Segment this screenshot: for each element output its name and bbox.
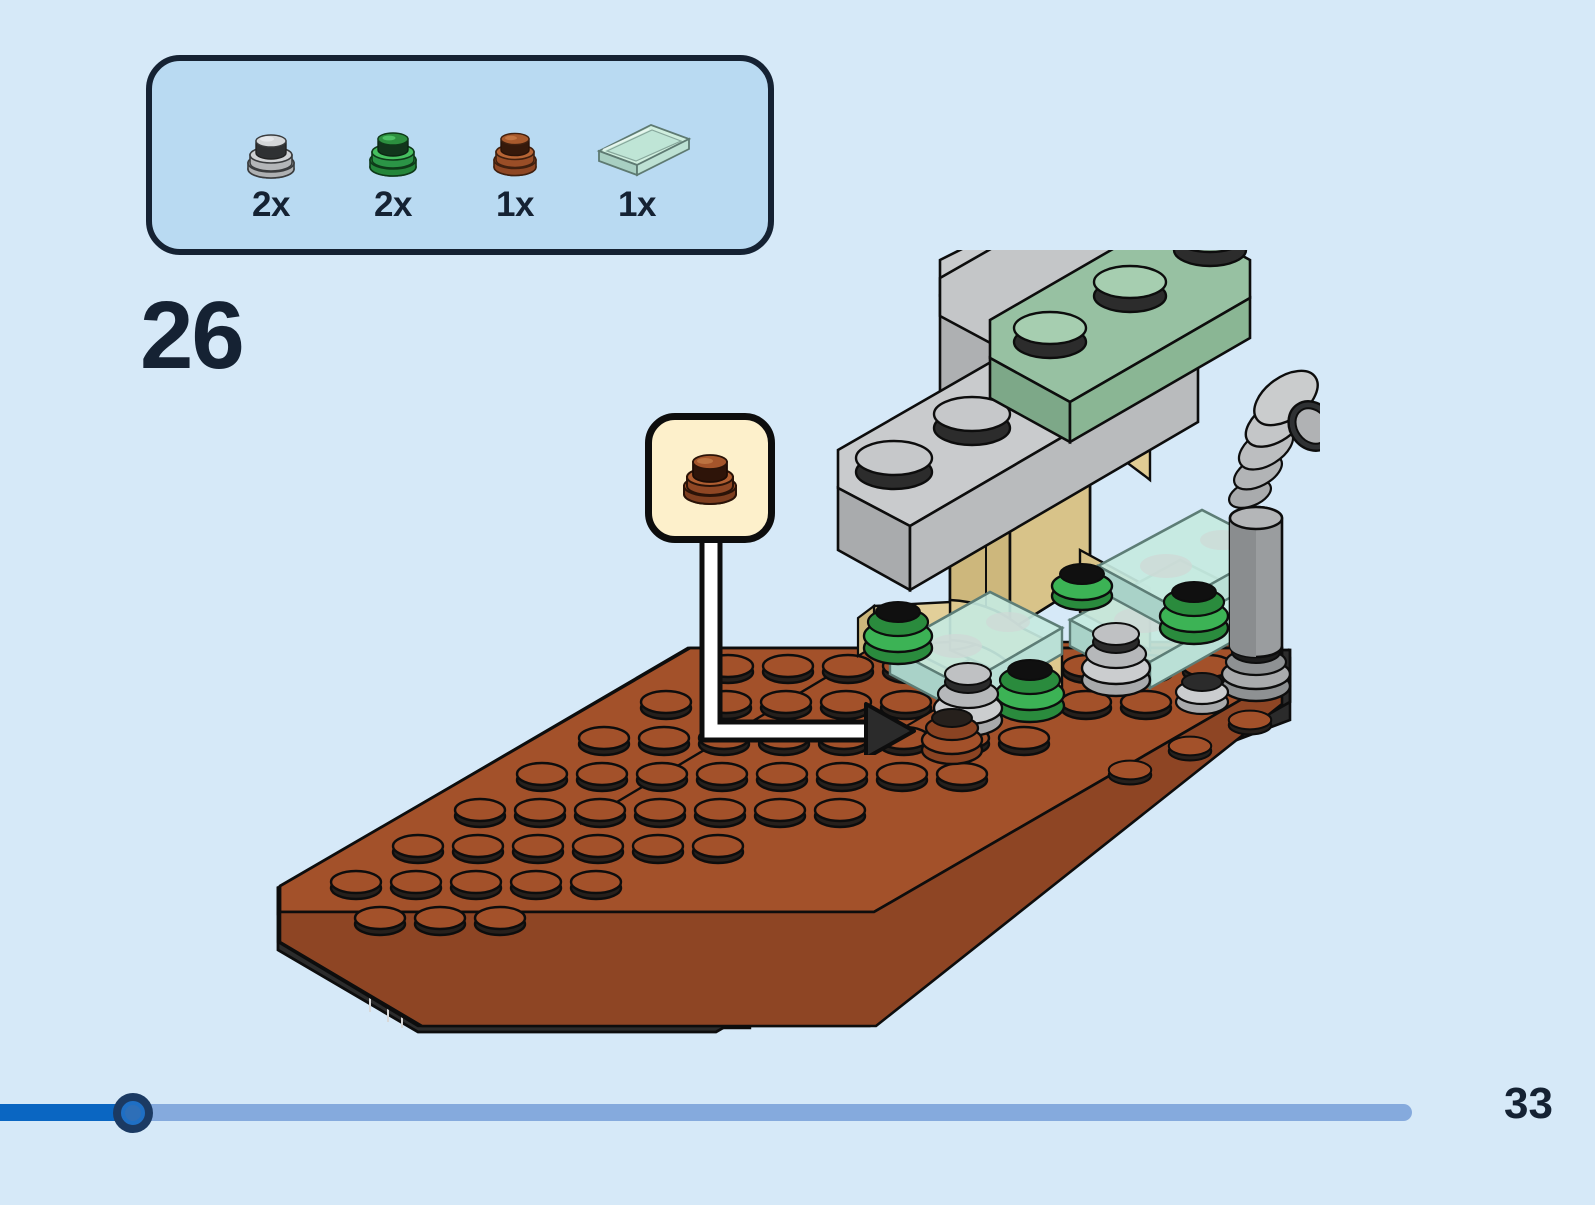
green-round-plate-1 <box>862 601 934 666</box>
parts-list: 2x 2x <box>152 117 768 222</box>
part-quantity: 1x <box>496 185 534 224</box>
step-number: 26 <box>140 282 245 389</box>
green-round-plate-3 <box>1158 581 1230 646</box>
round-plate-1x1-green-icon <box>364 117 422 181</box>
green-round-plate-4 <box>1050 563 1114 612</box>
part-item-2: 1x <box>454 117 576 222</box>
part-quantity: 2x <box>252 185 290 224</box>
light-gray-round-plate-2 <box>1080 622 1152 698</box>
detail-callout-box <box>645 413 775 543</box>
round-plate-1x1-brown-icon <box>486 117 544 181</box>
light-gray-round-plate-3 <box>1174 672 1230 716</box>
progress-bar-knob[interactable] <box>113 1093 153 1133</box>
round-plate-1x1-light-gray-icon <box>242 117 300 181</box>
part-item-3: 1x <box>576 117 698 222</box>
brown-round-plate-target <box>920 708 984 766</box>
part-item-1: 2x <box>332 117 454 222</box>
part-item-0: 2x <box>210 117 332 222</box>
green-round-plate-2 <box>994 659 1066 724</box>
gray-lamp-post <box>1220 369 1337 703</box>
parts-callout-box: 2x 2x <box>146 55 774 255</box>
progress-bar-fill <box>0 1104 132 1121</box>
part-quantity: 1x <box>618 185 656 224</box>
build-illustration <box>250 156 1337 1060</box>
page-number: 33 <box>1504 1079 1553 1128</box>
round-plate-1x1-brown-detail-icon <box>674 440 746 517</box>
progress-bar-track[interactable] <box>0 1104 1412 1121</box>
tile-1x2-transparent-light-green-icon <box>577 117 697 181</box>
part-quantity: 2x <box>374 185 412 224</box>
